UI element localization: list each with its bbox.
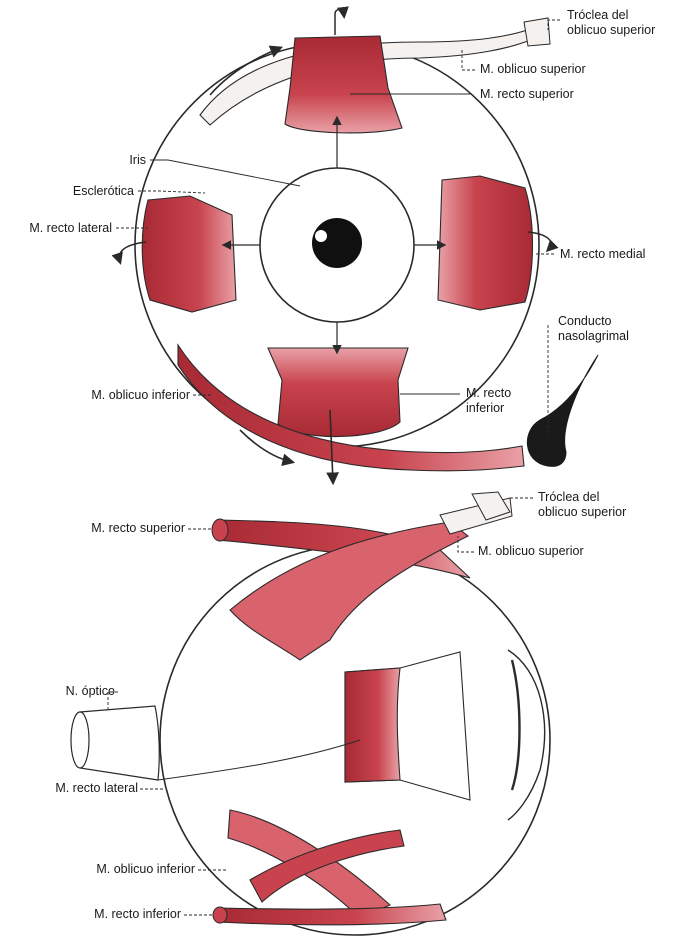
side-lateral-rectus-belly xyxy=(345,668,400,782)
label-recto-superior-top: M. recto superior xyxy=(480,87,574,102)
label-troclea-top: Tróclea del oblicuo superior xyxy=(567,8,655,38)
label-recto-medial: M. recto medial xyxy=(560,247,645,262)
label-recto-superior-side: M. recto superior xyxy=(40,521,185,536)
side-inferior-rectus-cut xyxy=(213,907,227,923)
top-pupil-highlight xyxy=(315,230,327,242)
label-oblicuo-superior-side: M. oblicuo superior xyxy=(478,544,584,559)
label-recto-inferior-side: M. recto inferior xyxy=(40,907,181,922)
label-recto-lateral-top: M. recto lateral xyxy=(4,221,112,236)
label-esclerotica: Esclerótica xyxy=(34,184,134,199)
optic-nerve-cut xyxy=(71,712,89,768)
top-eye-view xyxy=(116,10,598,482)
top-pupil xyxy=(312,218,362,268)
label-oblicuo-inferior-side: M. oblicuo inferior xyxy=(40,862,195,877)
label-recto-inferior-top: M. recto inferior xyxy=(466,386,511,416)
optic-nerve xyxy=(80,706,159,780)
label-recto-lateral-side: M. recto lateral xyxy=(10,781,138,796)
top-superior-rectus-rotation xyxy=(335,10,344,35)
label-troclea-side: Tróclea del oblicuo superior xyxy=(538,490,626,520)
top-lateral-rectus xyxy=(142,196,236,312)
label-oblicuo-superior-top: M. oblicuo superior xyxy=(480,62,586,77)
top-medial-rectus xyxy=(438,176,533,310)
label-iris: Iris xyxy=(96,153,146,168)
label-conducto-nasolagrimal: Conducto nasolagrimal xyxy=(558,314,629,344)
nasolacrimal-duct xyxy=(527,355,598,466)
troclea-shape xyxy=(524,18,550,46)
side-superior-rectus-cut xyxy=(212,519,228,541)
label-oblicuo-inferior-top: M. oblicuo inferior xyxy=(40,388,190,403)
label-nervio-optico: N. óptico xyxy=(20,684,115,699)
top-inferior-rectus xyxy=(268,348,408,437)
